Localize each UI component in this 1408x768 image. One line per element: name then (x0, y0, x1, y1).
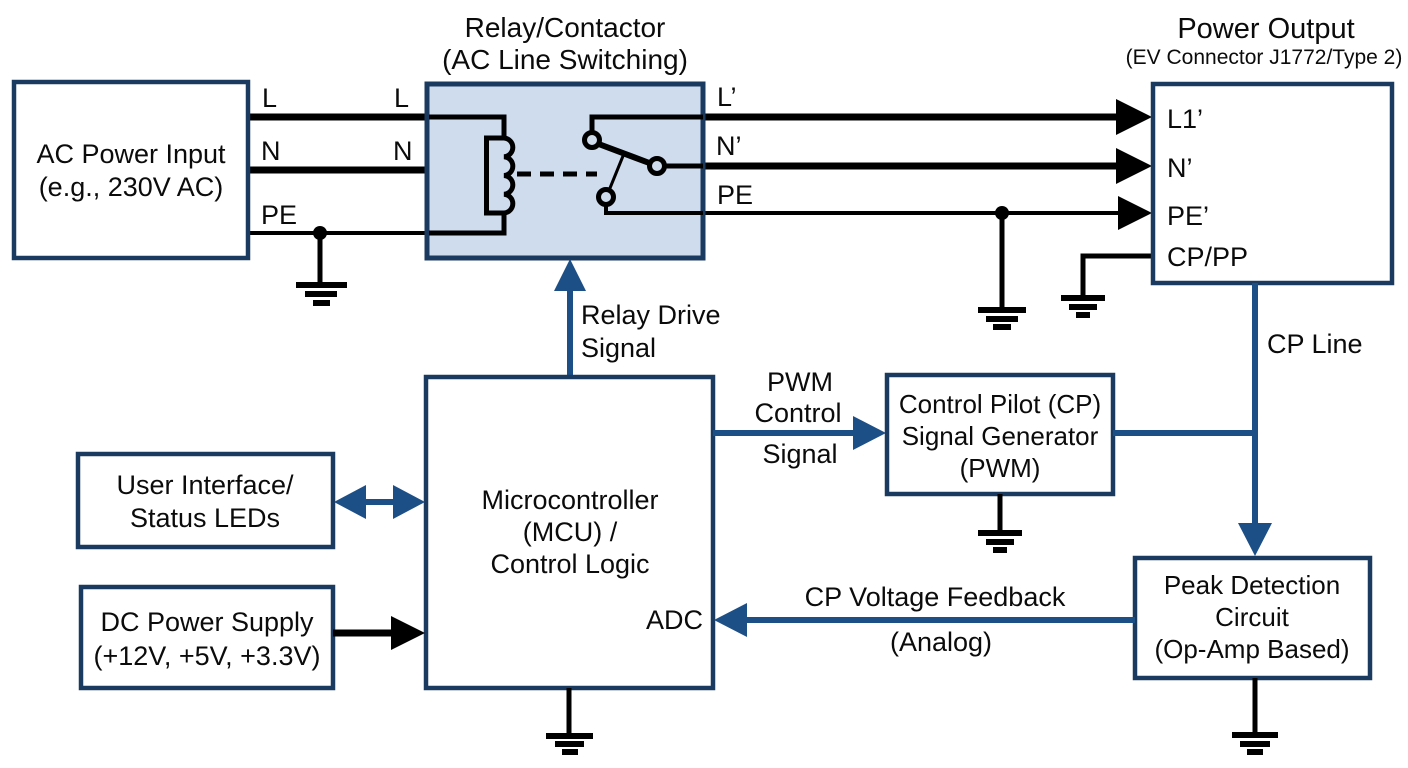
cp-line-label: CP Line (1267, 329, 1363, 359)
cp-line-wire (1113, 283, 1272, 556)
ac-power-input-label: AC Power Input (36, 139, 226, 169)
cp-generator-box (884, 372, 1116, 497)
cp-feedback-arrowhead-icon (714, 603, 747, 637)
cp-generator-ground-icon (978, 494, 1022, 553)
cp-feedback-label-2: (Analog) (890, 627, 992, 657)
pwm-label-1: PWM (767, 367, 833, 397)
power-output-box (1150, 81, 1395, 286)
n-input-label: N (261, 136, 281, 166)
pin-label-l1: L1’ (1167, 104, 1203, 134)
pin-label-cp-pp: CP/PP (1167, 242, 1248, 272)
mcu-adc-label: ADC (646, 605, 703, 635)
peak-detection-ground-icon (1232, 678, 1278, 755)
user-interface-label-2: Status LEDs (130, 503, 280, 533)
dc-arrowhead-icon (391, 616, 425, 650)
peak-detection-label-3: (Op-Amp Based) (1154, 634, 1349, 664)
relay-switch-icon (517, 114, 703, 215)
peak-detection-label-1: Peak Detection (1164, 570, 1340, 600)
relay-drive-label-1: Relay Drive (581, 300, 721, 330)
cp-generator-label-3: (PWM) (960, 453, 1041, 483)
pin-label-pe: PE’ (1167, 201, 1209, 231)
peak-detection-box (1132, 555, 1373, 681)
power-output-title: Power Output (1177, 13, 1354, 45)
peak-detection-label-2: Circuit (1215, 602, 1289, 632)
pe-input-ground-icon (296, 226, 347, 306)
pwm-arrow (713, 416, 886, 450)
ui-arrowhead-left-icon (334, 485, 366, 519)
relay-contact-no (647, 156, 667, 176)
ui-mcu-bidirectional-arrow (334, 485, 425, 519)
pe-input-label: PE (261, 200, 297, 230)
pwm-label-2: Control (754, 398, 841, 428)
mcu-label-2: (MCU) / (523, 517, 618, 547)
dc-power-label-1: DC Power Supply (100, 607, 314, 637)
l-output-arrowhead-icon (1116, 99, 1152, 135)
cp-feedback-label-1: CP Voltage Feedback (805, 582, 1066, 612)
ac-power-input-box (11, 79, 251, 261)
l-output-label: L’ (717, 82, 737, 112)
mcu-label-1: Microcontroller (481, 485, 658, 515)
mcu-label-3: Control Logic (490, 549, 649, 579)
n-output-arrowhead-icon (1116, 148, 1152, 184)
mcu-ground-icon (546, 688, 593, 755)
relay-subtitle: (AC Line Switching) (442, 44, 688, 75)
power-output-subtitle: (EV Connector J1772/Type 2) (1126, 46, 1403, 69)
dc-power-supply-box (78, 584, 336, 691)
pin-label-n: N’ (1167, 153, 1193, 183)
relay-drive-arrowhead-icon (554, 259, 586, 291)
relay-drive-label-2: Signal (581, 333, 656, 363)
cp-feedback-arrow (714, 603, 1135, 637)
user-interface-label-1: User Interface/ (116, 470, 294, 500)
l-relay-label: L (394, 83, 409, 113)
cp-pp-ground-icon (1061, 253, 1153, 318)
relay-contact-common (582, 130, 602, 150)
relay-contact-nc (596, 187, 616, 207)
relay-switch-lever (594, 140, 654, 167)
dc-power-label-2: (+12V, +5V, +3.3V) (94, 641, 321, 671)
user-interface-box (75, 451, 336, 550)
relay-title: Relay/Contactor (465, 12, 666, 43)
cp-line-arrowhead-icon (1238, 523, 1272, 556)
pwm-arrowhead-icon (853, 416, 886, 450)
mcu-box (423, 374, 716, 691)
relay-coil-icon (429, 114, 516, 236)
pe-output-ground-icon (978, 206, 1026, 330)
n-output-label: N’ (716, 131, 742, 161)
pe-output-arrowhead-icon (1118, 196, 1152, 230)
ac-power-input-sublabel: (e.g., 230V AC) (39, 172, 224, 202)
relay-drive-arrow (554, 259, 586, 377)
cp-generator-label-2: Signal Generator (902, 421, 1099, 451)
ui-arrowhead-right-icon (393, 485, 425, 519)
pwm-label-3: Signal (762, 439, 837, 469)
pe-output-label: PE (717, 180, 753, 210)
cp-generator-label-1: Control Pilot (CP) (899, 389, 1101, 419)
dc-mcu-arrow (333, 616, 425, 650)
l-input-label: L (262, 83, 277, 113)
relay-actuator-rod (606, 155, 625, 194)
n-relay-label: N (393, 136, 413, 166)
